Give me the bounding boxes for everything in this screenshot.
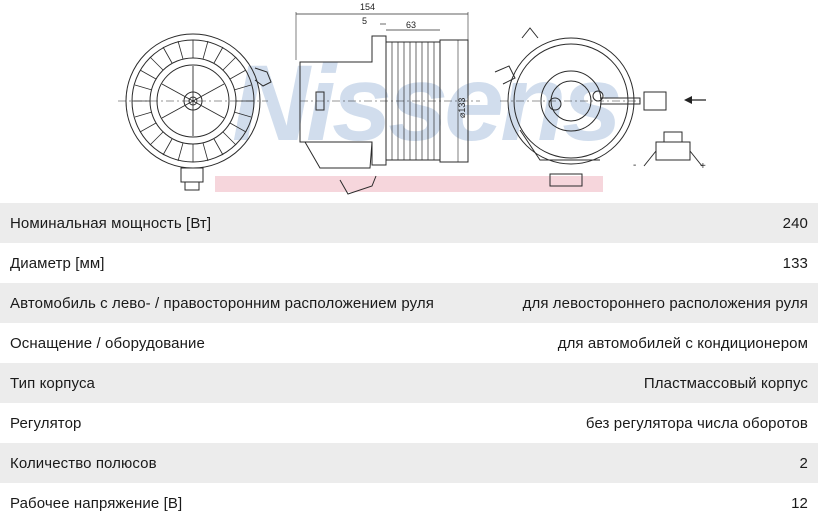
spec-label: Регулятор (10, 414, 82, 432)
spec-label: Количество полюсов (10, 454, 157, 472)
spec-value: для левостороннего расположения руля (522, 294, 808, 312)
dimension-diameter: ⌀133 (457, 98, 467, 118)
spec-value: для автомобилей с кондиционером (557, 334, 808, 352)
table-row: Автомобиль с лево- / правосторонним расп… (0, 283, 818, 323)
connector-pinout-diagram (643, 131, 703, 167)
dimension-overall-length: 154 (360, 2, 375, 12)
table-row: Номинальная мощность [Вт] 240 (0, 203, 818, 243)
spec-value: 2 (799, 454, 808, 472)
polarity-minus: - (633, 160, 636, 171)
table-row: Тип корпуса Пластмассовый корпус (0, 363, 818, 403)
spec-value: 240 (782, 214, 808, 232)
connector-arrow-icon (684, 96, 706, 104)
table-row: Регулятор без регулятора числа оборотов (0, 403, 818, 443)
product-technical-drawing: Nissens (0, 0, 818, 203)
spec-label: Рабочее напряжение [В] (10, 494, 183, 512)
table-row: Диаметр [мм] 133 (0, 243, 818, 283)
side-view-drawing (295, 12, 480, 195)
spec-label: Диаметр [мм] (10, 254, 105, 272)
watermark-logo: Nissens (215, 42, 623, 192)
front-view-drawing (118, 33, 272, 191)
dimension-offset: 5 (362, 16, 367, 26)
dimension-fan-width: 63 (406, 20, 416, 30)
spec-value: Пластмассовый корпус (643, 374, 808, 392)
rear-view-drawing (494, 27, 667, 187)
spec-label: Номинальная мощность [Вт] (10, 214, 212, 232)
spec-value: 133 (782, 254, 808, 272)
spec-value: 12 (791, 494, 808, 512)
table-row: Рабочее напряжение [В] 12 (0, 483, 818, 523)
spec-label: Тип корпуса (10, 374, 95, 392)
spec-label: Оснащение / оборудование (10, 334, 205, 352)
table-row: Оснащение / оборудование для автомобилей… (0, 323, 818, 363)
specifications-table: Номинальная мощность [Вт] 240 Диаметр [м… (0, 203, 818, 523)
polarity-plus: + (700, 161, 706, 172)
spec-value: без регулятора числа оборотов (585, 414, 808, 432)
spec-label: Автомобиль с лево- / правосторонним расп… (10, 294, 434, 312)
table-row: Количество полюсов 2 (0, 443, 818, 483)
watermark-text: Nissens (232, 42, 619, 163)
